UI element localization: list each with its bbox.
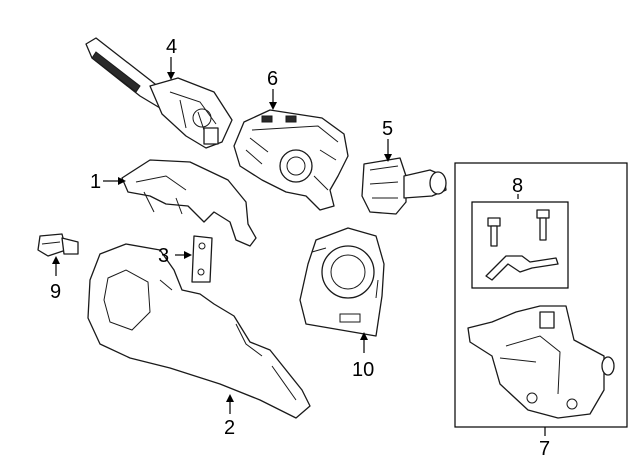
callout-4: 4: [166, 36, 177, 58]
part-6-switch-body[interactable]: [233, 109, 349, 211]
callout-9: 9: [50, 281, 61, 303]
callout-10: 10: [352, 359, 374, 381]
leader-lines: [52, 57, 546, 436]
callout-5: 5: [382, 118, 393, 140]
assembly-box-7: [454, 162, 628, 428]
kit-box-8: [471, 201, 569, 289]
part-1-upper-cover[interactable]: [121, 159, 257, 247]
part-2-lower-cover[interactable]: [87, 243, 311, 419]
part-9-sensor[interactable]: [37, 233, 79, 257]
callout-2: 2: [224, 417, 235, 439]
part-5-switch-module[interactable]: [361, 157, 447, 215]
callout-8: 8: [512, 175, 523, 197]
part-7-lock-assembly[interactable]: [467, 305, 615, 419]
callout-3: 3: [158, 245, 169, 267]
part-4-combination-switch[interactable]: [85, 37, 233, 149]
callout-1: 1: [90, 171, 101, 193]
callout-7: 7: [539, 438, 550, 460]
part-3-bracket[interactable]: [191, 235, 213, 283]
part-8-hardware-kit[interactable]: [485, 209, 559, 281]
callout-6: 6: [267, 68, 278, 90]
part-10-clock-spring[interactable]: [299, 227, 385, 337]
